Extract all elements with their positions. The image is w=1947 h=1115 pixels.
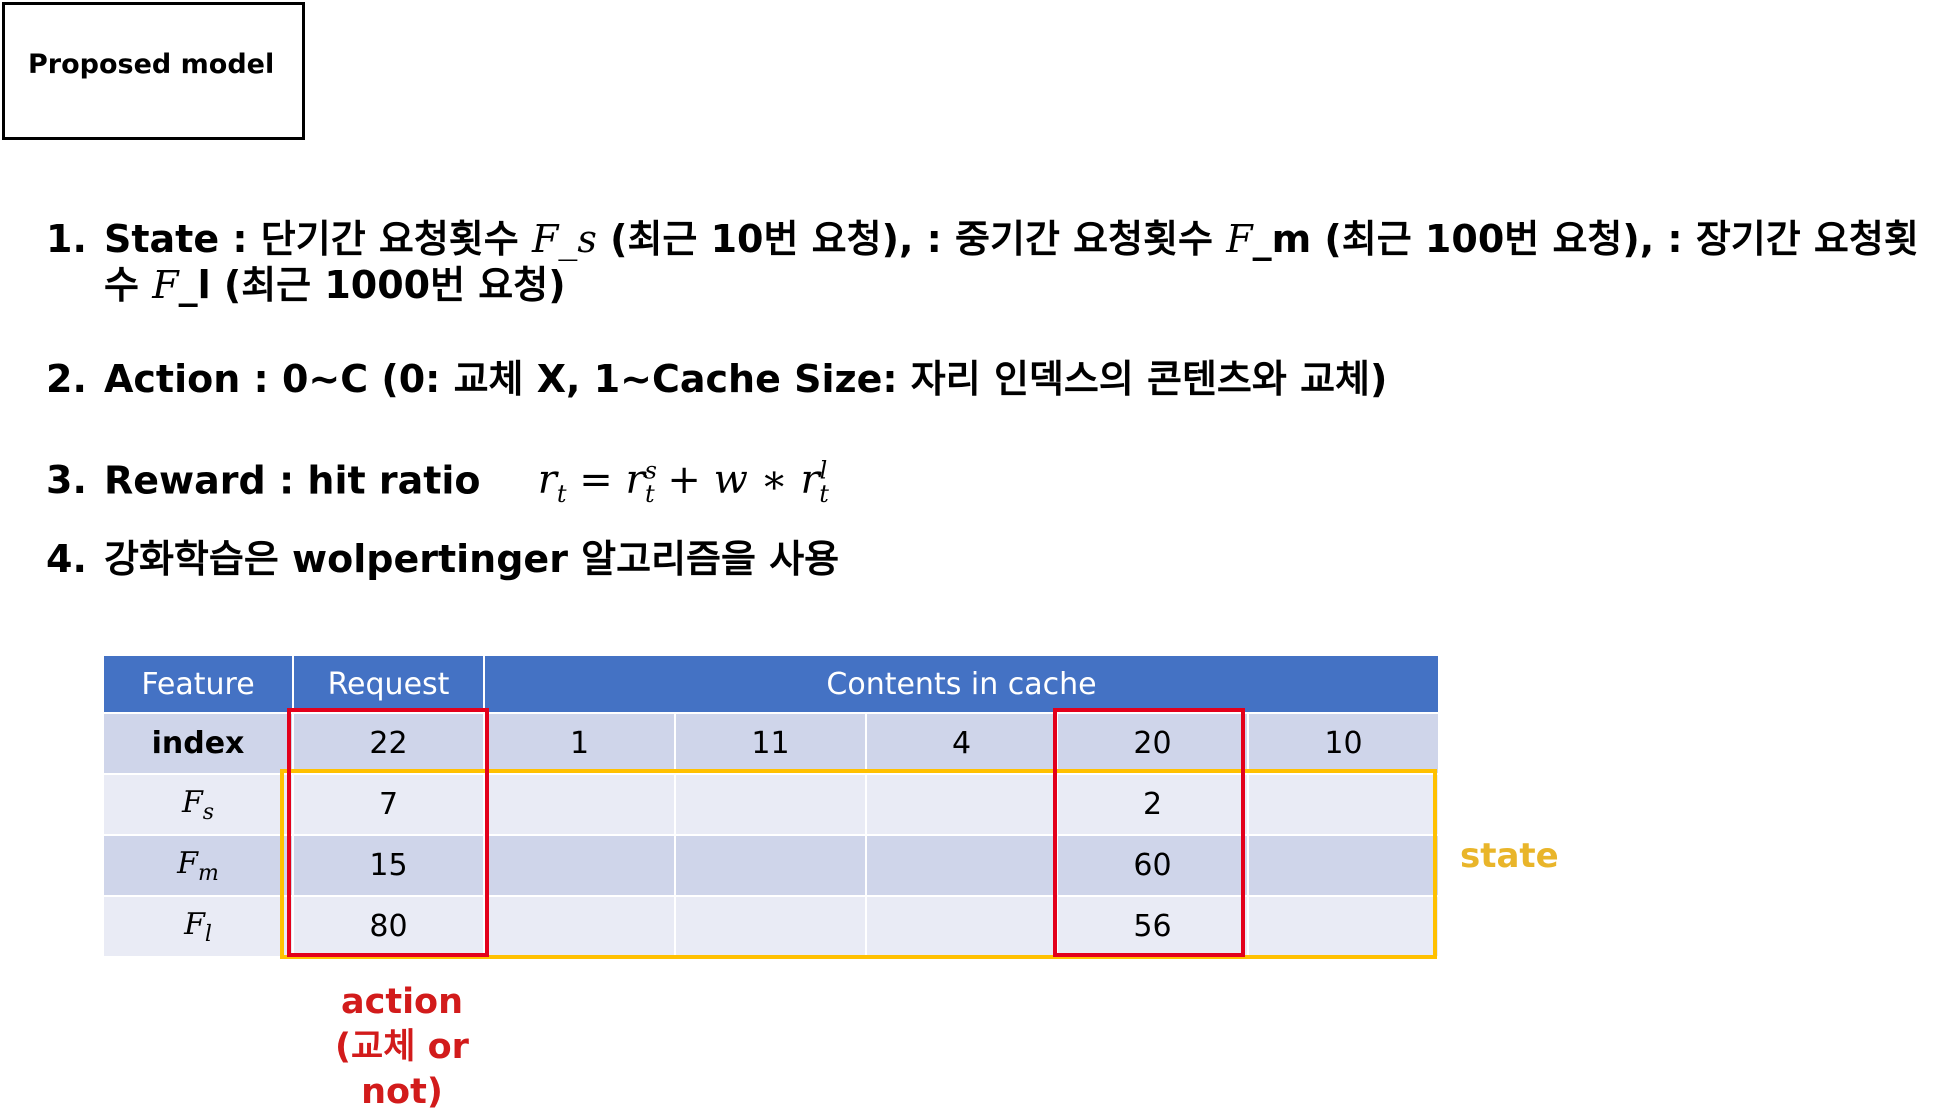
action-highlight-cache [1053, 708, 1245, 957]
table-cell [483, 773, 676, 836]
formula-term: r [537, 457, 557, 504]
page-title: Proposed model [28, 49, 275, 80]
table-cell [483, 834, 676, 897]
item-state-continued: 수 F_l (최근 1000번 요청) [104, 262, 566, 308]
formula-op: + w ∗ [654, 457, 801, 504]
table-cell [1247, 834, 1440, 897]
table-cell [865, 773, 1058, 836]
formula-op: = [566, 457, 626, 504]
table-cell [674, 834, 867, 897]
action-highlight-request [287, 708, 489, 957]
table-row-fs: Fs 7 2 [102, 773, 1440, 836]
item-number: 3. [46, 458, 87, 503]
item-number: 2. [46, 357, 87, 401]
table-cell: 20 [1056, 712, 1249, 775]
table-cell: 56 [1056, 895, 1249, 958]
item-text: _m (최근 100번 요청), : 장기간 요청횟 [1252, 217, 1919, 261]
item-text: 강화학습은 wolpertinger 알고리즘을 사용 [104, 537, 840, 581]
table-header-row: Feature Request Contents in cache [102, 654, 1440, 714]
item-text: (최근 10번 요청), : 중기간 요청횟수 [596, 217, 1227, 261]
table-cell [674, 895, 867, 958]
math-var: F [1226, 217, 1253, 261]
header-feature: Feature [102, 654, 294, 714]
row-label: Fm [102, 834, 294, 897]
table-cell [1247, 895, 1440, 958]
row-label-sub: s [202, 799, 215, 825]
header-request: Request [292, 654, 485, 714]
table-cell: 4 [865, 712, 1058, 775]
table-cell [674, 773, 867, 836]
item-state: 1. State : 단기간 요청횟수 F_s (최근 10번 요청), : 중기… [46, 216, 1919, 262]
table-cell: 7 [292, 773, 485, 836]
math-var: F_s [531, 217, 597, 261]
table-cell: 80 [292, 895, 485, 958]
row-label-sub: l [204, 921, 212, 947]
formula-sub: t [644, 480, 655, 509]
table-row-fl: Fl 80 56 [102, 895, 1440, 958]
table-cell: 60 [1056, 834, 1249, 897]
table-cell: 10 [1247, 712, 1440, 775]
formula-sup: l [819, 457, 828, 485]
feature-table: Feature Request Contents in cache index … [102, 654, 1440, 958]
table-cell: 22 [292, 712, 485, 775]
item-label: Action [104, 357, 241, 401]
item-text: : 단기간 요청횟수 [219, 217, 532, 261]
formula-sub: t [819, 480, 829, 509]
item-action: 2. Action : 0~C (0: 교체 X, 1~Cache Size: 자… [46, 356, 1387, 402]
table-cell [865, 834, 1058, 897]
formula-term: r [625, 457, 645, 504]
item-label: State [104, 217, 220, 261]
header-contents-in-cache: Contents in cache [483, 654, 1440, 714]
table-cell: 1 [483, 712, 676, 775]
action-label: action (교체 or not) [312, 980, 492, 1115]
table-cell [865, 895, 1058, 958]
reward-formula: rt = rst + w ∗ rlt [537, 457, 829, 508]
item-reward: 3.Reward : hit ratio rt = rst + w ∗ rlt [46, 448, 829, 517]
row-label: Fs [102, 773, 294, 836]
title-box: Proposed model [2, 2, 305, 140]
item-number: 4. [46, 537, 87, 581]
row-label-var: F [184, 906, 205, 942]
row-label: index [102, 712, 294, 775]
formula-sup: s [644, 457, 657, 485]
table-row-fm: Fm 15 60 [102, 834, 1440, 897]
row-label-sub: m [197, 860, 219, 886]
item-number: 1. [46, 217, 87, 261]
math-var: F [152, 263, 179, 307]
row-label-var: F [181, 784, 203, 820]
action-label-line: action [340, 982, 464, 1022]
state-label: state [1460, 836, 1559, 876]
item-text: : 0~C (0: 교체 X, 1~Cache Size: 자리 인덱스의 콘텐… [240, 357, 1388, 401]
item-label: Reward [104, 458, 266, 503]
item-text: _l (최근 1000번 요청) [178, 263, 566, 307]
table-cell [483, 895, 676, 958]
row-label-var: F [177, 845, 198, 881]
formula-sub: t [556, 480, 567, 509]
row-label: Fl [102, 895, 294, 958]
action-label-line: not) [361, 1072, 443, 1112]
item-algorithm: 4. 강화학습은 wolpertinger 알고리즘을 사용 [46, 536, 839, 582]
item-text: : hit ratio [265, 458, 481, 503]
table-row-index: index 22 1 11 4 20 10 [102, 712, 1440, 775]
table-cell: 15 [292, 834, 485, 897]
table-cell: 2 [1056, 773, 1249, 836]
table-cell [1247, 773, 1440, 836]
item-text: 수 [104, 263, 153, 307]
state-highlight [280, 769, 1437, 959]
action-label-line: (교체 or [335, 1027, 469, 1067]
table-cell: 11 [674, 712, 867, 775]
formula-term: r [800, 457, 820, 504]
